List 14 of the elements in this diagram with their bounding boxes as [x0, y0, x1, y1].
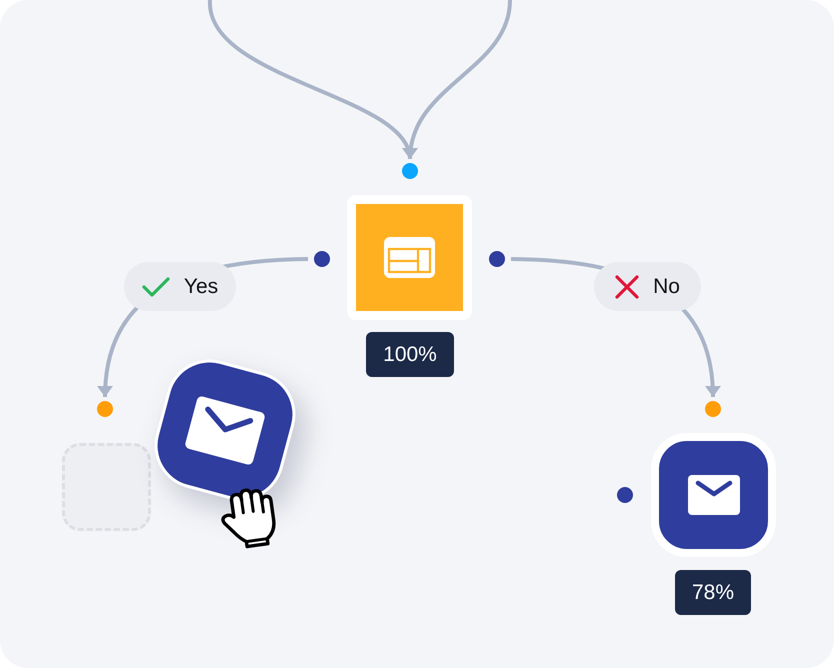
connection-dot [705, 401, 721, 417]
percentage-badge: 100% [366, 332, 454, 377]
percentage-badge: 78% [675, 570, 751, 615]
dashed-placeholder [62, 443, 151, 531]
connector-arrow [403, 0, 512, 160]
connection-dot [314, 251, 330, 267]
connection-dot [97, 401, 113, 417]
edge-label: No [653, 274, 680, 298]
connection-dot [617, 487, 633, 503]
connection-dot [402, 163, 418, 179]
edge-label: Yes [184, 274, 218, 298]
connection-dot [489, 251, 505, 267]
email-step-tile [651, 433, 776, 557]
tilted-email-step-tile [154, 359, 296, 501]
